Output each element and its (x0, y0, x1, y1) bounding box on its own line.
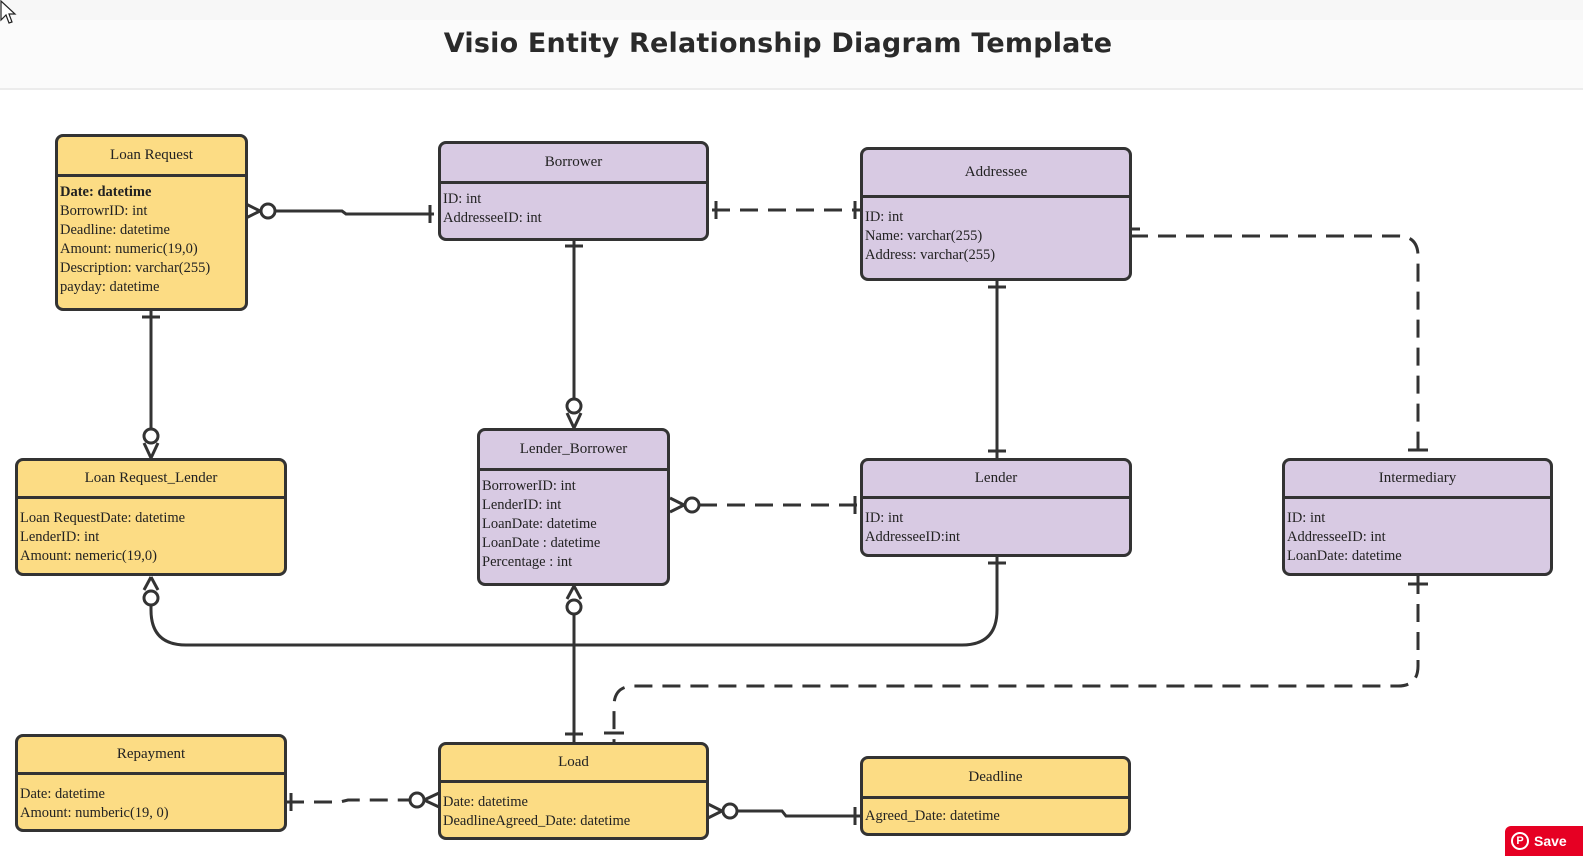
entity-title: Intermediary (1285, 461, 1550, 499)
entity-field: Loan RequestDate: datetime (20, 510, 186, 526)
page-title: Visio Entity Relationship Diagram Templa… (443, 28, 1113, 59)
entity-deadline[interactable]: Deadline Agreed_Date: datetime (860, 756, 1131, 836)
entity-field: Amount: nemeric(19,0) (20, 548, 157, 564)
entity-fields: Agreed_Date: datetime (863, 799, 1128, 826)
pinterest-icon: P (1511, 832, 1529, 850)
entity-field: LoanDate: datetime (482, 516, 597, 532)
entity-field: Amount: numeric(19,0) (60, 241, 198, 257)
entity-field: Deadline: datetime (60, 222, 170, 238)
entity-title: Addressee (863, 150, 1129, 198)
entity-fields: BorrowerID: int LenderID: int LoanDate: … (480, 471, 667, 572)
entity-field: AddresseeID:int (865, 529, 961, 545)
entity-fields: Loan RequestDate: datetime LenderID: int… (18, 499, 284, 566)
entity-field: Percentage : int (482, 554, 573, 570)
entity-fields: Date: datetime DeadlineAgreed_Date: date… (441, 783, 706, 831)
entity-field: BorrowrID: int (60, 203, 148, 219)
entity-repayment[interactable]: Repayment Date: datetime Amount: numberi… (15, 734, 287, 832)
entity-fields: ID: int Name: varchar(255) Address: varc… (863, 198, 1129, 265)
entity-field: payday: datetime (60, 279, 160, 295)
entity-fields: ID: int AddresseeID:int (863, 499, 1129, 547)
relationship-load-deadline (738, 809, 860, 818)
entity-field: LenderID: int (482, 497, 562, 513)
entity-loan-request[interactable]: Loan Request Date: datetime BorrowrID: i… (55, 134, 248, 311)
entity-field: Date: datetime (443, 794, 528, 810)
entity-title: Loan Request_Lender (18, 461, 284, 499)
entity-title: Loan Request (58, 137, 245, 177)
pinterest-save-button[interactable]: P Save (1505, 826, 1583, 856)
entity-fields: Date: datetime Amount: numberic(19, 0) (18, 775, 284, 823)
entity-fields: ID: int AddresseeID: int (441, 184, 706, 228)
entity-field: Amount: numberic(19, 0) (20, 805, 169, 821)
entity-title: Repayment (18, 737, 284, 775)
relationship-addressee-intermediary (1130, 234, 1420, 452)
entity-loan-request-lender[interactable]: Loan Request_Lender Loan RequestDate: da… (15, 458, 287, 576)
entity-field: ID: int (1287, 510, 1326, 526)
entity-field: LenderID: int (20, 529, 100, 545)
entity-field: Address: varchar(255) (865, 247, 996, 263)
entity-addressee[interactable]: Addressee ID: int Name: varchar(255) Add… (860, 147, 1132, 281)
entity-field: LoanDate: datetime (1287, 548, 1402, 564)
entity-fields: Date: datetime BorrowrID: int Deadline: … (58, 177, 245, 297)
entity-field: Description: varchar(255) (60, 260, 211, 276)
entity-fields: ID: int AddresseeID: int LoanDate: datet… (1285, 499, 1550, 566)
save-button-label: Save (1534, 833, 1567, 849)
entity-title: Lender_Borrower (480, 431, 667, 471)
relationship-repayment-load (286, 798, 410, 804)
entity-field: ID: int (443, 191, 482, 207)
entity-field: DeadlineAgreed_Date: datetime (443, 813, 631, 829)
entity-field: Date: datetime (60, 184, 152, 200)
entity-field: Date: datetime (20, 786, 105, 802)
entity-borrower[interactable]: Borrower ID: int AddresseeID: int (438, 141, 709, 241)
entity-title: Borrower (441, 144, 706, 184)
relationship-loanrequest-borrower (276, 209, 434, 216)
page-header (0, 20, 1583, 90)
entity-field: LoanDate : datetime (482, 535, 601, 551)
entity-field: AddresseeID: int (443, 210, 542, 226)
entity-title: Deadline (863, 759, 1128, 799)
entity-lender-borrower[interactable]: Lender_Borrower BorrowerID: int LenderID… (477, 428, 670, 586)
entity-title: Load (441, 745, 706, 783)
entity-intermediary[interactable]: Intermediary ID: int AddresseeID: int Lo… (1282, 458, 1553, 576)
entity-title: Lender (863, 461, 1129, 499)
entity-field: Name: varchar(255) (865, 228, 983, 244)
entity-field: AddresseeID: int (1287, 529, 1386, 545)
entity-load[interactable]: Load Date: datetime DeadlineAgreed_Date:… (438, 742, 709, 840)
entity-field: BorrowerID: int (482, 478, 576, 494)
entity-field: Agreed_Date: datetime (865, 808, 1000, 824)
top-strip (0, 0, 1583, 20)
entity-field: ID: int (865, 510, 904, 526)
relationship-intermediary-load (612, 576, 1420, 742)
entity-lender[interactable]: Lender ID: int AddresseeID:int (860, 458, 1132, 557)
mouse-cursor-icon (0, 0, 17, 24)
entity-field: ID: int (865, 209, 904, 225)
